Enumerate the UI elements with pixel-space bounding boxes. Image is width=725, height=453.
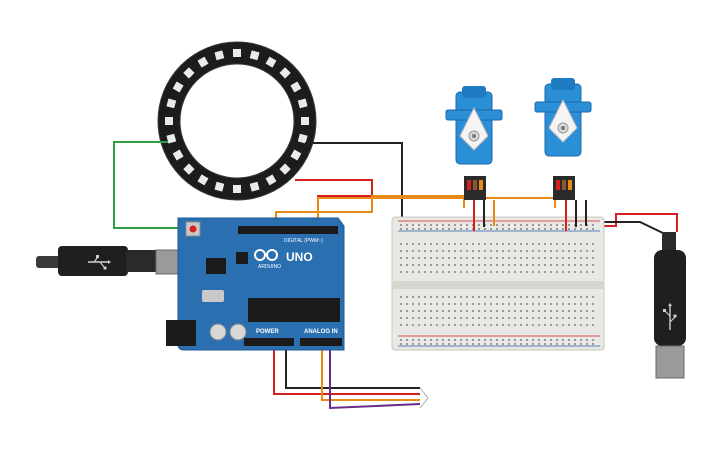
analog-header-label: ANALOG IN xyxy=(304,329,338,335)
wire-red-arduino-5v xyxy=(273,344,420,395)
servo-motor-2[interactable] xyxy=(534,78,592,200)
wire-red-usb-power xyxy=(596,213,678,232)
arduino-model-label: UNO xyxy=(286,250,313,264)
neopixel-led xyxy=(172,149,184,161)
arduino-uno[interactable]: ARDUINO UNO DIGITAL (PWM~) POWER ANALOG … xyxy=(166,217,345,351)
usb-plug-right[interactable] xyxy=(654,232,686,379)
breadboard-holes xyxy=(400,224,594,345)
usb-cable-left[interactable] xyxy=(36,246,203,276)
neopixel-led xyxy=(165,117,173,125)
breadboard[interactable] xyxy=(391,216,605,351)
neopixel-led xyxy=(249,181,260,192)
neopixel-led xyxy=(301,117,309,125)
arduino-logo-icon xyxy=(254,249,278,261)
neopixel-led xyxy=(172,81,184,93)
neopixel-led xyxy=(166,98,177,109)
wire-orange-servo2-signal xyxy=(317,197,556,236)
neopixel-led xyxy=(197,56,209,68)
neopixel-led xyxy=(265,174,277,186)
neopixel-led xyxy=(214,50,225,61)
neopixel-ring[interactable] xyxy=(157,41,317,201)
neopixel-led xyxy=(166,133,177,144)
power-header-label: POWER xyxy=(256,329,279,335)
neopixel-led xyxy=(197,174,209,186)
neopixel-led xyxy=(233,185,241,193)
digital-header-label: DIGITAL (PWM~) xyxy=(284,238,323,244)
neopixel-led xyxy=(265,56,277,68)
neopixel-led xyxy=(214,181,225,192)
neopixel-led xyxy=(297,98,308,109)
wire-black-ring-gnd xyxy=(305,142,403,222)
neopixel-led xyxy=(233,49,241,57)
wire-black-arduino-gnd xyxy=(285,344,420,389)
neopixel-led xyxy=(279,163,291,175)
neopixel-led xyxy=(297,133,308,144)
usb-icon xyxy=(88,255,111,270)
servo-motor-1[interactable] xyxy=(445,86,503,200)
neopixel-led xyxy=(290,81,302,93)
loose-wire-bundle xyxy=(419,387,429,409)
neopixel-led xyxy=(249,50,260,61)
neopixel-led xyxy=(183,163,195,175)
wire-orange-arduino-a0 xyxy=(321,344,420,401)
neopixel-led-group xyxy=(165,49,309,193)
arduino-brand-label: ARDUINO xyxy=(258,264,281,270)
wire-purple-arduino-a1 xyxy=(329,344,421,410)
usb-icon xyxy=(663,303,677,330)
neopixel-led xyxy=(290,149,302,161)
wire-black-usb-gnd xyxy=(588,221,666,235)
